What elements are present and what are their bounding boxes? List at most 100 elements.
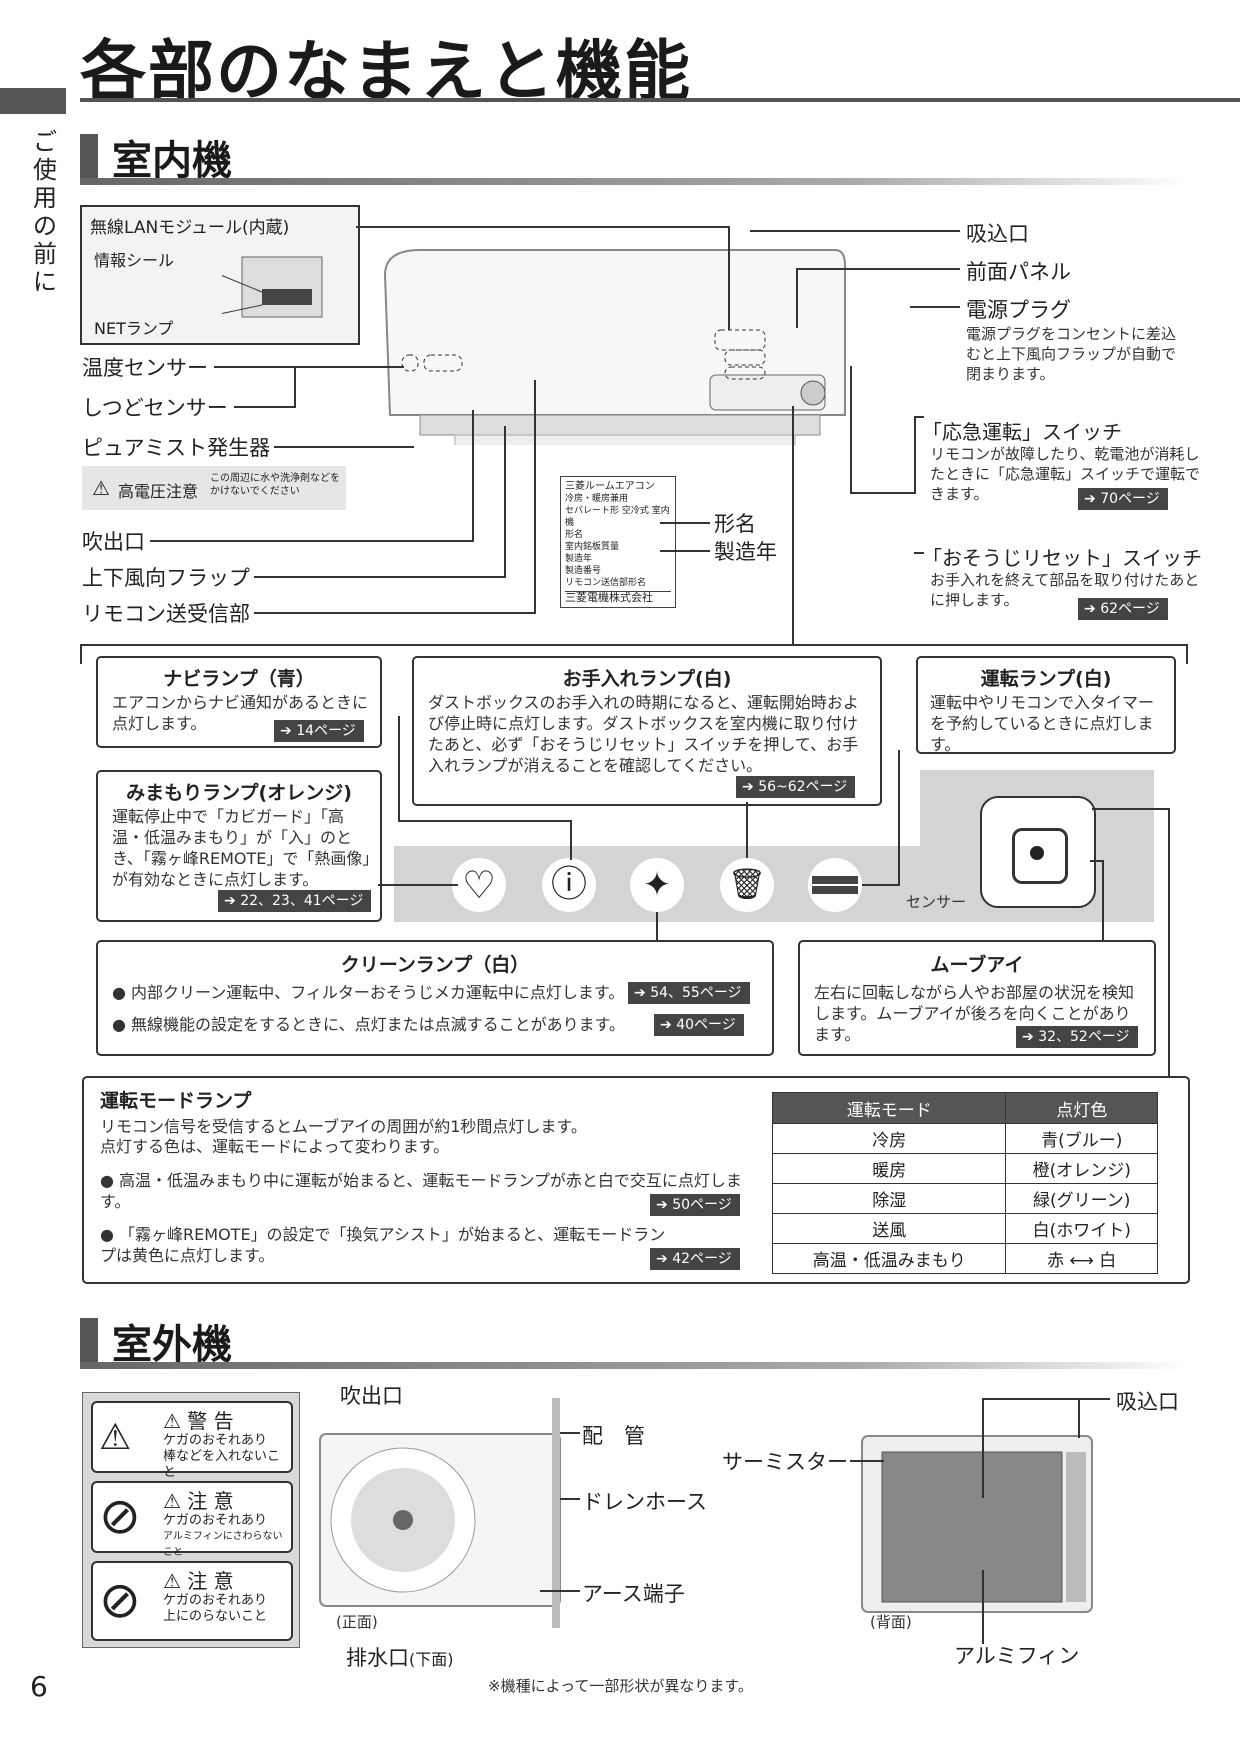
leader-line: [862, 884, 900, 886]
ref-70: ➔ 70ページ: [1078, 488, 1168, 510]
warn3-title: ⚠ 注 意: [163, 1569, 234, 1593]
leader-line: [792, 406, 794, 646]
leader-line: [1168, 808, 1170, 1078]
net-lamp-label: NETランプ: [94, 319, 174, 338]
caution-triangle-icon: ⚠: [92, 476, 110, 500]
plug-description: 電源プラグをコンセントに差込むと上下風向フラップが自動で閉まります。: [966, 325, 1177, 383]
info-icon: ⓘ: [542, 858, 596, 912]
ref-14: ➔ 14ページ: [274, 720, 364, 742]
table-row: 暖房橙(オレンジ): [771, 1153, 1158, 1184]
mode-desc2: 点灯する色は、運転モードによって変わります。: [100, 1137, 450, 1156]
side-tab-text: ご使用の前に: [33, 128, 57, 296]
mode-title: 運転モードランプ: [100, 1090, 252, 1112]
navi-lamp-box: ナビランプ（青） エアコンからナビ通知があるときに点灯します。 ➔ 14ページ: [96, 656, 382, 748]
leader-line: [910, 306, 960, 308]
warn1-title: ⚠ 警 告: [163, 1409, 234, 1433]
label-model: 形名: [714, 512, 756, 536]
ref-32-52: ➔ 32、52ページ: [1016, 1026, 1138, 1048]
run-title: 運転ランプ(白): [980, 668, 1112, 690]
bracket-line: [1186, 644, 1188, 664]
high-voltage-caution: ⚠ 高電圧注意 この周辺に水や洗浄剤などをかけないでください: [82, 466, 346, 510]
leader-line: [150, 540, 472, 542]
mimamori-lamp-box: みまもりランプ(オレンジ) 運転停止中で「カビガード」「高温・低温みまもり」が「…: [96, 770, 382, 922]
leader-line: [850, 492, 916, 494]
side-tab-label: ご使用の前に: [30, 128, 60, 296]
leader-line: [534, 380, 536, 614]
warning-labels: ⚠ ⚠ 警 告 ケガのおそれあり棒などを入れないこと ⊘ ⚠ 注 意 ケガのおそ…: [82, 1392, 300, 1648]
care-title: お手入れランプ(白): [562, 668, 732, 690]
leader-line: [914, 552, 924, 554]
label-front-panel: 前面パネル: [966, 260, 1071, 284]
label-temp-sensor: 温度センサー: [82, 356, 208, 380]
label-humidity-sensor: しつどセンサー: [82, 396, 228, 420]
label-intake: 吸込口: [966, 222, 1029, 246]
sensor-label: センサー: [906, 893, 967, 911]
leader-line: [982, 1570, 984, 1644]
nameplate-f2: 室内銘板質量: [565, 542, 620, 552]
warn1-text: ケガのおそれあり棒などを入れないこと: [163, 1433, 281, 1480]
ref-22-23-41: ➔ 22、23、41ページ: [218, 890, 372, 912]
leader-line: [378, 884, 458, 886]
front-label: (正面): [336, 1613, 378, 1631]
wlan-title: 無線LANモジュール(内蔵): [90, 218, 290, 238]
thermistor-label: サーミスター: [722, 1450, 848, 1474]
nameplate-f1: 形名: [565, 530, 584, 540]
piping-label: 配 管: [582, 1424, 645, 1448]
page-number: 6: [30, 1670, 48, 1703]
caution-title: 高電圧注意: [118, 482, 199, 501]
ref-50: ➔ 50ページ: [650, 1194, 740, 1216]
leader-line: [560, 1498, 580, 1500]
nameplate-f5: リモコン送信部形名: [565, 578, 647, 588]
move-eye-box: ムーブアイ 左右に回転しながら人やお部屋の状況を検知します。ムーブアイが後ろを向…: [798, 940, 1156, 1056]
bracket-line: [80, 644, 1188, 646]
leader-line: [982, 1398, 1110, 1400]
moveeye-title: ムーブアイ: [930, 954, 1024, 976]
clean-lamp-box: クリーンランプ（白） ● 内部クリーン運転中、フィルターおそうじメカ運転中に点灯…: [96, 940, 774, 1056]
nameplate-line3: セパレート形 空冷式 室内機: [565, 506, 670, 528]
ref-42: ➔ 42ページ: [650, 1248, 740, 1270]
nameplate-line1: 三菱ルームエアコン: [565, 481, 655, 492]
table-row: 冷房青(ブルー): [771, 1123, 1158, 1154]
leader-line: [796, 268, 960, 270]
nameplate-maker: 三菱電機株式会社: [565, 591, 671, 604]
leader-line: [356, 226, 728, 228]
leader-line: [796, 268, 798, 328]
table-header-mode: 運転モード: [771, 1092, 1007, 1124]
leader-line: [746, 802, 748, 858]
section-bar: [80, 1318, 98, 1364]
ref-56-62: ➔ 56~62ページ: [736, 776, 856, 798]
moveeye-desc: 左右に回転しながら人やお部屋の状況を検知します。ムーブアイが後ろを向くことがあり…: [814, 983, 1135, 1044]
warning-box-3: ⊘ ⚠ 注 意 ケガのおそれあり上にのらないこと: [91, 1561, 293, 1641]
leader-line: [398, 716, 400, 820]
back-label: (背面): [870, 1613, 912, 1631]
clean-bullet-2: ● 無線機能の設定をするときに、点灯または点滅することがあります。: [112, 1015, 625, 1034]
table-row: 除湿緑(グリーン): [771, 1183, 1158, 1214]
leader-line: [1078, 1398, 1080, 1438]
earth-terminal-label: アース端子: [582, 1582, 685, 1606]
label-year: 製造年: [714, 540, 777, 564]
section-rule: [80, 178, 1190, 185]
leader-line: [660, 522, 710, 524]
outdoor-outlet-label: 吹出口: [340, 1384, 403, 1408]
leader-line: [234, 406, 294, 408]
leader-line: [254, 612, 534, 614]
title-rule: [80, 98, 1240, 102]
nameplate-line2: 冷房・暖房兼用: [565, 494, 629, 504]
navi-desc: エアコンからナビ通知があるときに点灯します。: [112, 693, 369, 733]
heart-icon: ♡: [452, 858, 506, 912]
warning-box-2: ⊘ ⚠ 注 意 ケガのおそれありアルミフィンにさわらないこと: [91, 1481, 293, 1558]
trash-icon: 🗑: [720, 858, 774, 912]
mimamori-title: みまもりランプ(オレンジ): [126, 782, 352, 804]
label-flap: 上下風向フラップ: [82, 566, 250, 590]
piping-illustration: [552, 1398, 560, 1628]
leader-line: [274, 446, 414, 448]
prohibited-icon: ⊘: [99, 1487, 141, 1545]
mode-desc1: リモコン信号を受信するとムーブアイの周囲が約1秒間点灯します。: [100, 1117, 587, 1136]
nameplate-f3: 製造年: [565, 554, 593, 564]
warn2-text: ケガのおそれありアルミフィンにさわらないこと: [163, 1513, 283, 1558]
clean-title: クリーンランプ（白）: [340, 954, 530, 976]
label-outlet: 吹出口: [82, 530, 145, 554]
run-lamp-box: 運転ランプ(白) 運転中やリモコンで入タイマーを予約しているときに点灯します。: [916, 656, 1176, 754]
leader-line: [214, 366, 404, 368]
reset-switch-title: 「おそうじリセット」スイッチ: [922, 546, 1202, 570]
